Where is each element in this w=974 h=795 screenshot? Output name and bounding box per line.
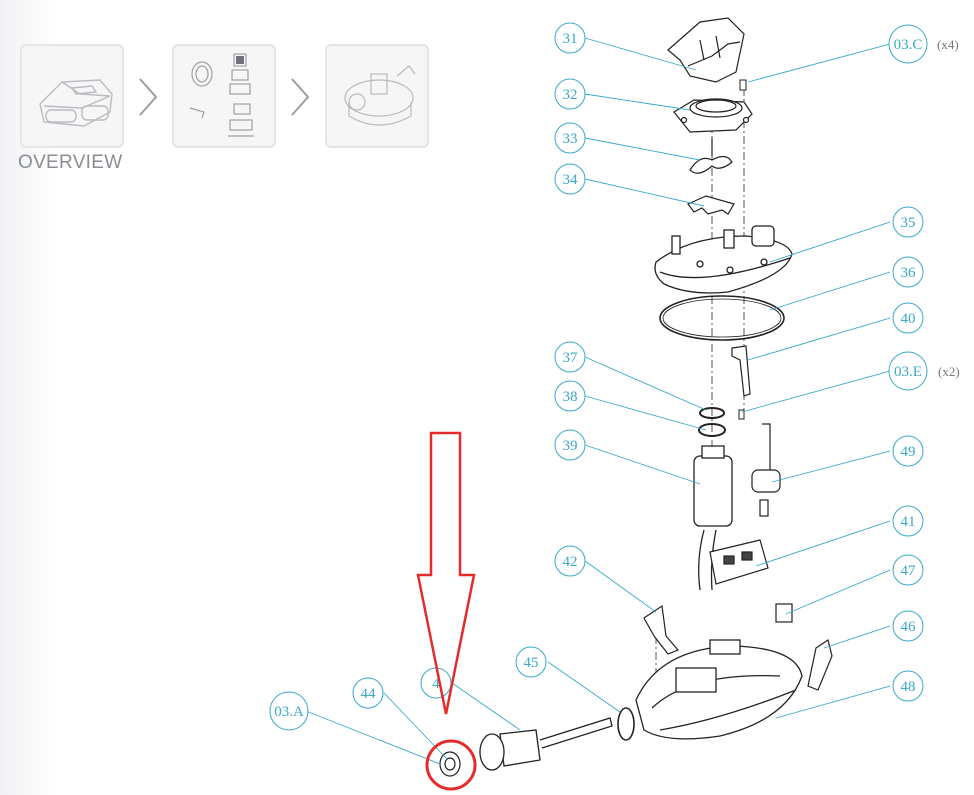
callout-label: 44 — [361, 686, 377, 702]
robot-icon — [39, 79, 113, 127]
part-46-clip — [807, 639, 833, 691]
thumbnail-parts[interactable] — [172, 44, 276, 148]
callout-label: 49 — [901, 444, 916, 460]
callout-44: 44 — [352, 677, 384, 709]
part-48-base-housing — [635, 639, 803, 740]
callout-label: 41 — [901, 514, 916, 530]
quantity-multiplier: (x4) — [937, 37, 959, 52]
callout-label: 32 — [563, 87, 578, 103]
callout-31: 31 — [554, 22, 586, 54]
callout-35: 35 — [892, 206, 924, 238]
callout-38: 38 — [554, 380, 586, 412]
callout-label: 36 — [901, 265, 917, 281]
part-32-housing — [673, 98, 753, 133]
part-31-cover — [667, 17, 745, 83]
callout-03-c: 03.C — [888, 24, 928, 64]
part-40-latch — [731, 345, 751, 397]
callout-label: 40 — [901, 311, 916, 327]
callout-34: 34 — [554, 163, 586, 195]
callout-40: 40 — [892, 302, 924, 334]
callout-33: 33 — [554, 122, 586, 154]
part-drive-motor — [479, 717, 613, 771]
callout-label: 4 — [432, 676, 440, 692]
callout-32: 32 — [554, 78, 586, 110]
callout-label: 31 — [563, 31, 578, 47]
callout-42: 42 — [554, 545, 586, 577]
callout-group: 31 32 33 34 35 36 40 37 38 39 49 41 42 47 46 45 48 03.C 03… — [269, 22, 928, 731]
leader-lines — [305, 37, 891, 765]
part-49-sensor — [751, 423, 781, 517]
part-39-motor — [693, 445, 733, 591]
callout-49: 49 — [892, 435, 924, 467]
parts-icon — [189, 53, 254, 137]
thumbnail-assembly[interactable] — [325, 44, 429, 148]
callout-label: 03.C — [894, 37, 923, 53]
thumbnail-overview[interactable] — [20, 44, 124, 148]
part-38-ring — [698, 423, 726, 437]
callout-label: 34 — [563, 172, 579, 188]
callout-36: 36 — [892, 256, 924, 288]
callout-label: 37 — [563, 350, 579, 366]
quantity-multiplier: (x2) — [938, 364, 960, 379]
callout-label: 38 — [563, 389, 578, 405]
part-45-gasket — [617, 707, 635, 741]
chevron-right-icon — [139, 78, 158, 116]
multiplier-group: (x4) (x2) — [937, 37, 960, 379]
callout-4: 4 — [420, 667, 452, 699]
part-03c-screw — [739, 79, 747, 91]
callout-label: 35 — [901, 215, 916, 231]
callout-47: 47 — [892, 554, 924, 586]
callout-label: 39 — [563, 438, 578, 454]
part-37-ring — [699, 407, 725, 419]
part-33-impeller — [689, 138, 733, 174]
part-03e-screw — [738, 409, 745, 420]
part-42-clip — [643, 604, 680, 655]
callout-label: 42 — [563, 554, 578, 570]
part-41-pcb — [709, 539, 769, 585]
part-47-clip — [775, 603, 793, 623]
part-44-gear — [439, 751, 461, 777]
callout-label: 45 — [524, 655, 539, 671]
overview-label: OVERVIEW — [18, 152, 123, 173]
highlight-arrow — [416, 431, 476, 715]
callout-label: 33 — [563, 131, 578, 147]
callout-39: 39 — [554, 429, 586, 461]
callout-03-e: 03.E — [888, 351, 928, 391]
callout-label: 03.A — [274, 704, 304, 720]
callout-45: 45 — [515, 646, 547, 678]
callout-label: 48 — [901, 679, 916, 695]
callout-37: 37 — [554, 341, 586, 373]
part-34-bracket — [687, 195, 735, 215]
part-35-top-plate — [654, 225, 793, 294]
callout-label: 47 — [901, 563, 917, 579]
callout-03-a: 03.A — [269, 691, 309, 731]
callout-48: 48 — [892, 670, 924, 702]
callout-label: 03.E — [894, 364, 922, 380]
axis-lines — [655, 88, 745, 690]
callout-46: 46 — [892, 610, 924, 642]
part-36-o-ring — [659, 295, 785, 341]
chevron-right-icon — [291, 78, 310, 116]
callout-41: 41 — [892, 505, 924, 537]
callout-label: 46 — [901, 619, 917, 635]
highlight-circle — [425, 739, 477, 791]
assembly-icon — [344, 65, 416, 126]
